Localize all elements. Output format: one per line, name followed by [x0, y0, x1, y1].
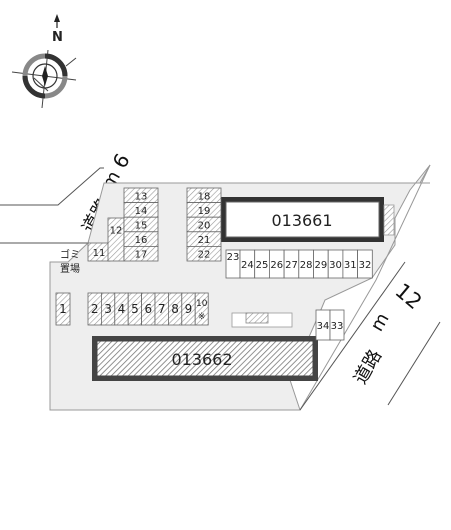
parking-space-box [55, 292, 71, 326]
parking-space: 16 [123, 231, 159, 247]
parking-space: 33 [329, 309, 345, 341]
road-unit-label-12: m [367, 309, 394, 335]
building-013662: 013662 [92, 336, 318, 381]
parking-space-number: 13 [135, 191, 148, 202]
parking-space: 28 [298, 249, 314, 279]
parking-space-number: 1 [59, 302, 67, 316]
parking-space-number: 27 [285, 260, 298, 271]
stairs-upper [383, 204, 395, 236]
parking-space-number: 3 [104, 302, 112, 316]
parking-space-number: 28 [300, 260, 313, 271]
parking-space-box [123, 245, 159, 262]
parking-space-number: 10 [196, 299, 208, 309]
parking-space: 31 [342, 249, 358, 279]
parking-space: 11 [87, 242, 111, 262]
parking-space-number: 12 [110, 226, 123, 237]
road-width-label-12: 12 [391, 279, 427, 315]
parking-space: 10 ※ [194, 292, 209, 326]
parking-space: 7 [154, 292, 169, 326]
parking-space-number: 33 [331, 321, 344, 332]
entrance-steps [231, 312, 293, 328]
building-013661: 013661 [221, 197, 384, 242]
parking-space: 3 [101, 292, 116, 326]
building-id-label: 013662 [171, 350, 232, 369]
parking-space-number: 6 [144, 302, 152, 316]
parking-space: 1 [55, 292, 71, 326]
parking-space: 27 [283, 249, 300, 279]
parking-space: 23 [225, 249, 241, 279]
parking-space-number: 4 [118, 302, 126, 316]
road-width-label-6: 6 [108, 149, 135, 172]
parking-space-number: 32 [359, 260, 372, 271]
parking-space: 2 [87, 292, 102, 326]
parking-space-number: 7 [158, 302, 166, 316]
parking-space-box [357, 249, 373, 279]
parking-space-number: 11 [93, 248, 106, 259]
parking-space: 26 [268, 249, 285, 279]
parking-space-note: ※ [198, 312, 206, 322]
parking-space: 30 [327, 249, 344, 279]
parking-space: 4 [114, 292, 129, 326]
parking-space: 25 [254, 249, 270, 279]
compass: N [11, 14, 77, 109]
parking-space: 29 [313, 249, 329, 279]
parking-space: 5 [127, 292, 142, 326]
parking-space: 19 [186, 202, 222, 218]
parking-space: 34 [315, 309, 331, 341]
parking-space-box [329, 309, 345, 341]
parking-space-number: 5 [131, 302, 139, 316]
parking-space: 20 [186, 216, 222, 233]
parking-space-number: 23 [227, 252, 240, 263]
parking-space: 24 [239, 249, 256, 279]
garbage-area: ゴミ 置場 [60, 248, 80, 275]
parking-space-number: 2 [91, 302, 99, 316]
parking-space: 17 [123, 245, 159, 262]
parking-space: 32 [357, 249, 373, 279]
road-kind-label-12: 道路 [350, 346, 386, 388]
parking-space-number: 30 [329, 260, 342, 271]
parking-space: 8 [167, 292, 183, 326]
parking-space-number: 20 [198, 221, 211, 232]
parking-space: 21 [186, 231, 222, 247]
parking-space: 22 [186, 245, 222, 262]
north-label: N [52, 30, 63, 45]
parking-space-number: 22 [198, 250, 211, 261]
parking-space: 15 [123, 216, 159, 233]
parking-space: 6 [141, 292, 156, 326]
building-id-label: 013661 [271, 211, 332, 230]
parking-space: 13 [123, 187, 159, 204]
parking-space-number: 17 [135, 250, 148, 261]
parking-space-number: 25 [256, 260, 269, 271]
parking-space: 12 [107, 217, 125, 262]
parking-space-number: 34 [317, 321, 330, 332]
parking-space-number: 18 [198, 191, 211, 202]
compass-rose-icon [11, 14, 77, 109]
parking-space: 9 [181, 292, 196, 326]
parking-space-number: 19 [198, 206, 211, 217]
parking-space-box [194, 292, 209, 326]
parking-space-box [107, 217, 125, 262]
parking-space-number: 29 [314, 260, 327, 271]
garbage-label-line1: ゴミ [60, 248, 80, 261]
parking-space-number: 24 [241, 260, 254, 271]
parking-space-number: 21 [198, 235, 211, 246]
parking-space-number: 16 [135, 235, 148, 246]
parking-space-number: 14 [135, 206, 148, 217]
parking-space-box [186, 245, 222, 262]
parking-space-number: 15 [135, 221, 148, 232]
garbage-label-line2: 置場 [60, 262, 80, 275]
parking-space: 18 [186, 187, 222, 204]
parking-space-number: 9 [185, 302, 193, 316]
parking-space-number: 31 [344, 260, 357, 271]
parking-space: 14 [123, 202, 159, 218]
parking-space-number: 8 [171, 302, 179, 316]
parking-space-number: 26 [270, 260, 283, 271]
